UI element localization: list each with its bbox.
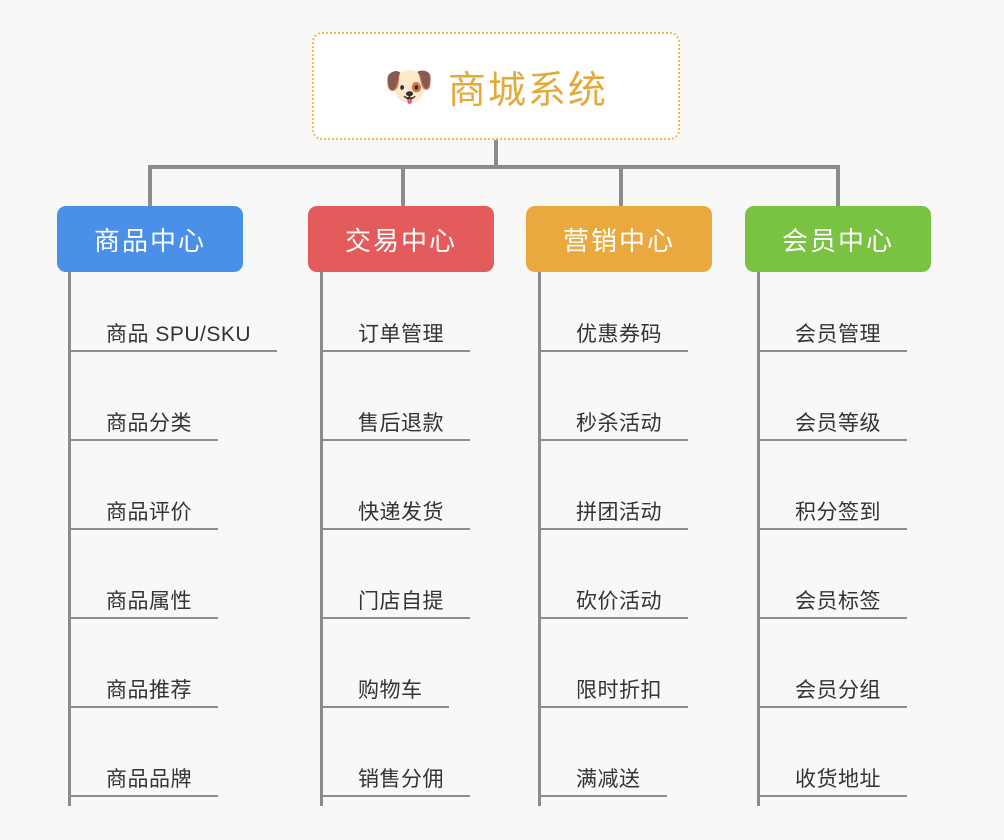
leaf-item-label: 积分签到	[795, 500, 881, 524]
leaf-item[interactable]: 会员等级	[757, 361, 907, 441]
leaf-item[interactable]: 购物车	[320, 628, 449, 708]
leaf-item[interactable]: 商品属性	[68, 539, 218, 619]
leaf-item[interactable]: 砍价活动	[538, 539, 688, 619]
leaf-item-label: 售后退款	[358, 411, 444, 435]
root-title: 商城系统	[447, 69, 608, 112]
leaf-item[interactable]: 限时折扣	[538, 628, 688, 708]
leaf-item[interactable]: 订单管理	[320, 272, 470, 352]
leaf-item-label: 商品分类	[106, 411, 192, 435]
category-box-product-center[interactable]: 商品中心	[57, 206, 243, 272]
leaf-item[interactable]: 会员标签	[757, 539, 907, 619]
leaf-item[interactable]: 售后退款	[320, 361, 470, 441]
connector-root-vertical	[494, 140, 498, 168]
root-node[interactable]: 🐶 商城系统	[312, 32, 680, 140]
connector-drop-trade-center	[401, 165, 405, 207]
leaf-item-label: 商品评价	[106, 500, 192, 524]
leaf-item-label: 满减送	[576, 767, 641, 791]
leaf-item[interactable]: 商品 SPU/SKU	[68, 272, 278, 352]
leaf-item[interactable]: 商品品牌	[68, 717, 218, 797]
leaf-item-label: 商品 SPU/SKU	[106, 322, 252, 346]
connector-drop-member-center	[836, 165, 840, 207]
leaf-item[interactable]: 快递发货	[320, 450, 470, 530]
category-label: 会员中心	[781, 225, 894, 256]
leaf-spine	[320, 272, 323, 806]
category-label: 商品中心	[93, 225, 206, 256]
connector-horizontal-bus	[148, 165, 840, 169]
leaf-item-label: 收货地址	[795, 767, 881, 791]
leaf-item-label: 订单管理	[358, 322, 444, 346]
leaf-item-label: 商品品牌	[106, 767, 192, 791]
leaf-spine	[757, 272, 760, 806]
leaf-item[interactable]: 会员管理	[757, 272, 907, 352]
leaf-item-label: 商品属性	[106, 589, 192, 613]
connector-drop-marketing-center	[619, 165, 623, 207]
category-label: 营销中心	[562, 225, 675, 256]
leaf-item[interactable]: 拼团活动	[538, 450, 688, 530]
leaf-item-label: 砍价活动	[576, 589, 662, 613]
leaf-item[interactable]: 销售分佣	[320, 717, 470, 797]
leaf-item[interactable]: 优惠券码	[538, 272, 688, 352]
leaf-item[interactable]: 商品评价	[68, 450, 218, 530]
leaf-spine	[68, 272, 71, 806]
category-box-marketing-center[interactable]: 营销中心	[526, 206, 712, 272]
leaf-item[interactable]: 商品分类	[68, 361, 218, 441]
leaf-item[interactable]: 满减送	[538, 717, 667, 797]
category-box-member-center[interactable]: 会员中心	[745, 206, 931, 272]
leaf-item-label: 门店自提	[358, 589, 444, 613]
leaf-item[interactable]: 积分签到	[757, 450, 907, 530]
leaf-item-label: 优惠券码	[576, 322, 662, 346]
dog-face-icon: 🐶	[384, 64, 434, 110]
leaf-item-label: 限时折扣	[576, 678, 662, 702]
connector-drop-product-center	[148, 165, 152, 207]
leaf-item[interactable]: 收货地址	[757, 717, 907, 797]
leaf-spine	[538, 272, 541, 806]
leaf-item-label: 会员分组	[795, 678, 881, 702]
leaf-item-label: 快递发货	[358, 500, 444, 524]
leaf-item[interactable]: 秒杀活动	[538, 361, 688, 441]
leaf-item-label: 商品推荐	[106, 678, 192, 702]
leaf-item[interactable]: 商品推荐	[68, 628, 218, 708]
category-box-trade-center[interactable]: 交易中心	[308, 206, 494, 272]
category-label: 交易中心	[344, 225, 457, 256]
leaf-item-label: 销售分佣	[358, 767, 444, 791]
leaf-item-label: 会员等级	[795, 411, 881, 435]
leaf-item-label: 购物车	[358, 678, 423, 702]
leaf-item-label: 会员管理	[795, 322, 881, 346]
leaf-item[interactable]: 门店自提	[320, 539, 470, 619]
leaf-item-label: 会员标签	[795, 589, 881, 613]
leaf-item-label: 拼团活动	[576, 500, 662, 524]
leaf-item-label: 秒杀活动	[576, 411, 662, 435]
leaf-item[interactable]: 会员分组	[757, 628, 907, 708]
